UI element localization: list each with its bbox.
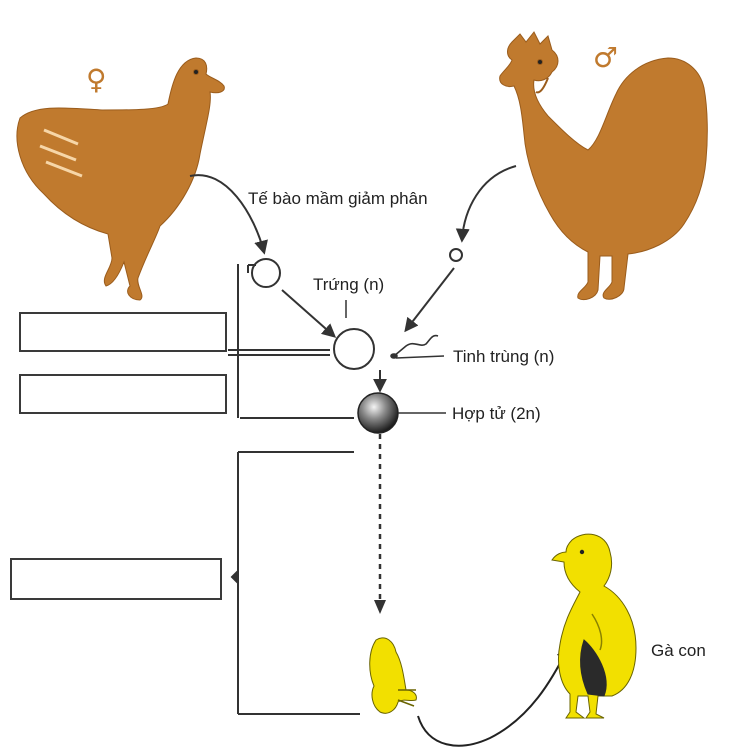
egg-label: Trứng (n): [313, 276, 384, 293]
egg-arrow: [282, 290, 334, 336]
bracket-lines: [228, 264, 360, 714]
development-arrowhead: [374, 600, 386, 614]
zygote-cell: [358, 393, 398, 433]
rooster-meiosis-arrow: [462, 166, 516, 240]
zygote-label: Hợp tử (2n): [452, 405, 541, 422]
hatch-arrow: [418, 648, 568, 746]
egg-cell: [334, 329, 374, 369]
male-symbol: ♂: [593, 44, 618, 72]
male-germ-cell: [450, 249, 462, 261]
sperm-label: Tinh trùng (n): [453, 348, 554, 365]
chick-illustration: [552, 534, 636, 718]
female-symbol: ♀: [86, 66, 107, 94]
sperm-cell: [391, 336, 438, 358]
chick-label: Gà con: [651, 642, 706, 659]
answer-box-2[interactable]: [19, 374, 227, 414]
embryo-illustration: [370, 638, 417, 713]
female-germ-cell: [252, 259, 280, 287]
meiosis-label: Tế bào mầm giảm phân: [248, 190, 428, 207]
answer-box-3[interactable]: [10, 558, 222, 600]
sperm-arrow: [406, 268, 454, 330]
sperm-label-pointer: [396, 356, 444, 358]
hen-illustration: [17, 58, 224, 300]
hen-meiosis-arrow: [190, 175, 264, 252]
answer-box-1[interactable]: [19, 312, 227, 352]
